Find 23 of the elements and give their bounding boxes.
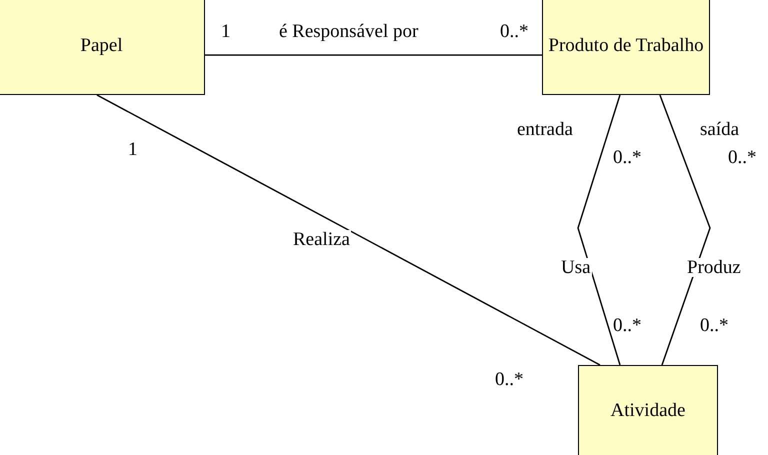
multiplicity-label: 0..* (495, 370, 524, 389)
class-box (542, 0, 710, 95)
multiplicity-label: saída (700, 120, 740, 139)
class-name: Produto de Trabalho (548, 34, 704, 58)
multiplicity-label: 0..* (613, 148, 642, 167)
class-box (0, 0, 205, 95)
connector-line (205, 54, 542, 56)
edge-label: Produz (686, 258, 742, 277)
connector-line (577, 94, 621, 366)
class-name: Papel (80, 34, 123, 58)
connector-line (96, 94, 600, 366)
multiplicity-label: 0..* (613, 316, 642, 335)
class-name: Atividade (610, 398, 686, 423)
multiplicity-label: 0..* (500, 22, 528, 41)
class-box (578, 365, 718, 455)
connector-line (659, 94, 711, 366)
edge-label: Usa (560, 258, 592, 277)
multiplicity-label: 1 (221, 22, 230, 41)
multiplicity-label: entrada (517, 120, 573, 139)
multiplicity-label: 0..* (700, 316, 728, 335)
multiplicity-label: 1 (128, 140, 138, 159)
multiplicity-label: 0..* (728, 148, 756, 167)
edge-label: é Responsável por (278, 22, 420, 41)
